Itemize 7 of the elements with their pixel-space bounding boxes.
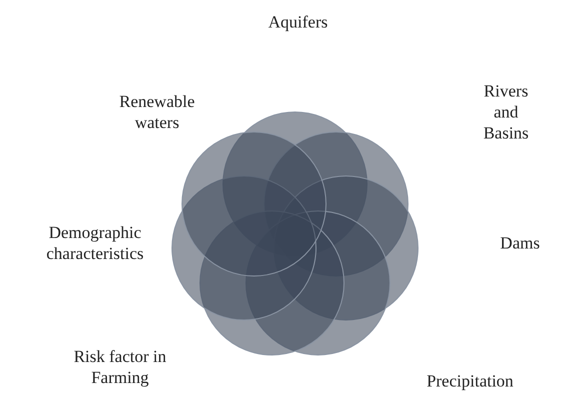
category-label: Demographic characteristics [45,222,145,264]
category-label: Precipitation [426,370,514,392]
category-label: Renewable waters [118,91,196,133]
category-label: Rivers and Basins [482,80,530,144]
category-label: Dams [500,232,540,254]
category-label: Aquifers [268,12,328,32]
category-label: Risk factor in Farming [72,346,168,388]
